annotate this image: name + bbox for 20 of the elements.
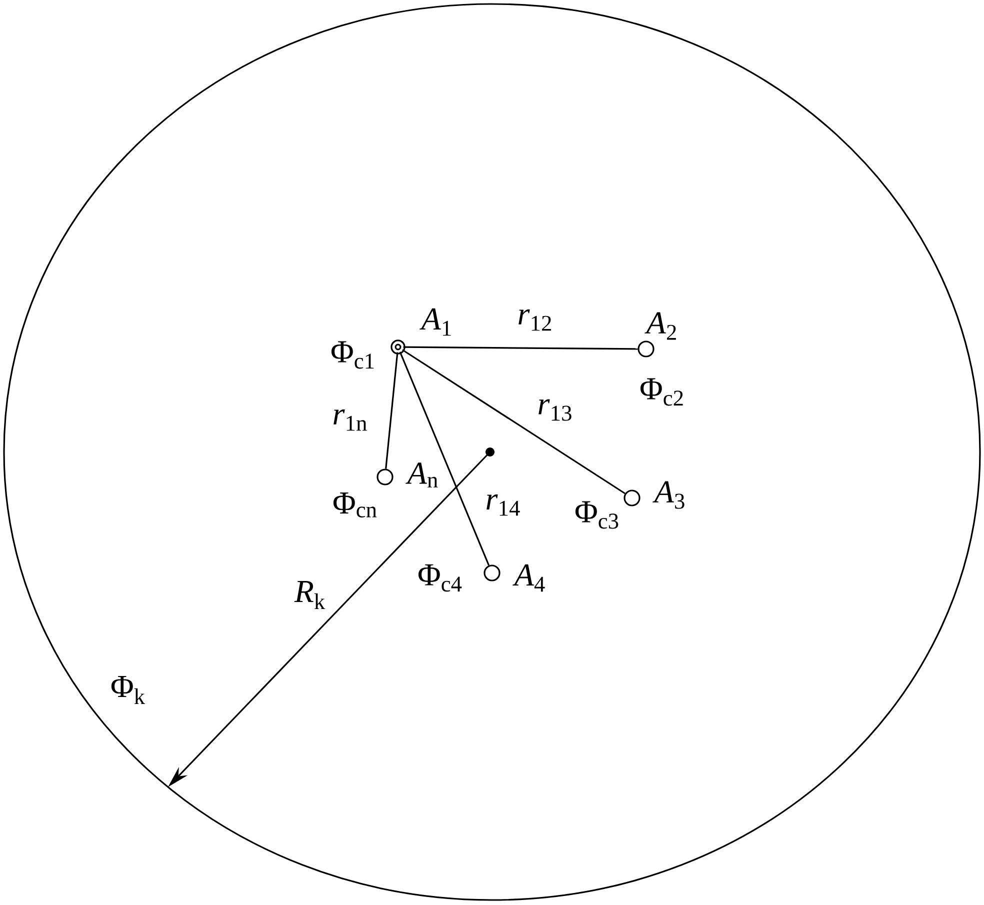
- well-label: Φ$_{cn}$: [333, 492, 377, 518]
- edge-label: r$_{14}$: [486, 494, 520, 516]
- well-label: Φ$_{c1}$: [331, 341, 374, 369]
- well-label: Φ$_{c3}$: [575, 501, 618, 529]
- well-label: Φ$_{c2}$: [640, 378, 683, 406]
- well-label: A$_{n}$: [406, 462, 438, 488]
- connecting-line: [399, 352, 490, 566]
- well-label: Φ$_{c4}$: [418, 564, 462, 592]
- connecting-line: [403, 346, 638, 350]
- connecting-line: [385, 352, 398, 469]
- connecting-line: [402, 349, 626, 494]
- radius-label: R$_{k}$: [294, 581, 326, 609]
- boundary-label: Φ$_{k}$: [111, 676, 146, 704]
- well-label: A$_{4}$: [512, 564, 545, 592]
- edge-label: r$_{13}$: [538, 399, 572, 421]
- well-label: A$_{3}$: [652, 481, 684, 509]
- well-label: A$_{2}$: [644, 312, 676, 340]
- edge-label: r$_{1n}$: [334, 409, 367, 431]
- well-label: A$_{1}$: [420, 308, 451, 336]
- edge-label: r$_{12}$: [518, 309, 551, 331]
